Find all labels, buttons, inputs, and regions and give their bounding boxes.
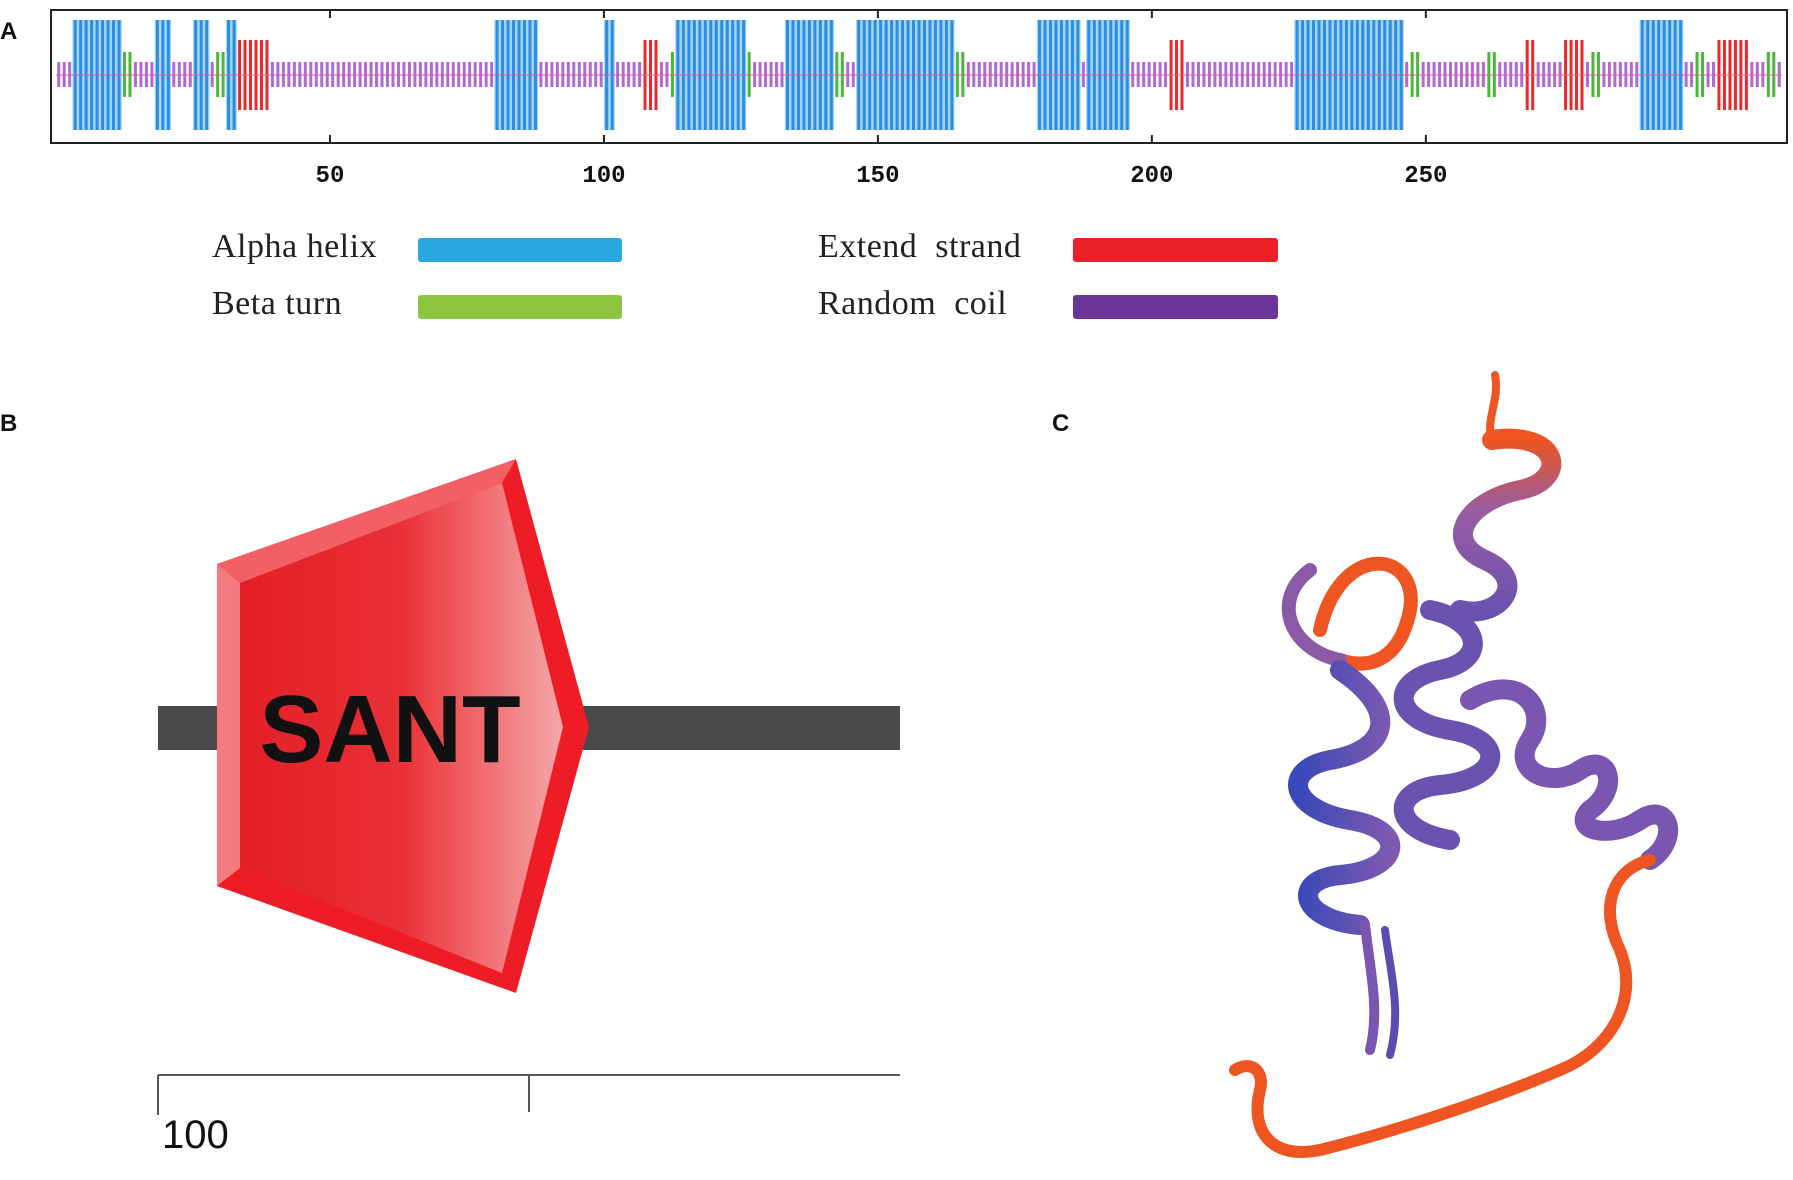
legend-swatch-alpha-helix	[418, 238, 622, 262]
scale-label: 100	[162, 1113, 229, 1157]
axis-tick-label: 50	[316, 163, 345, 190]
sant-domain-bevel	[240, 483, 563, 973]
ribbon-helix-top	[1450, 428, 1562, 622]
sant-domain-label: SANT	[259, 676, 520, 783]
axis-tick-label: 150	[856, 163, 899, 190]
legend-swatch-extend-strand	[1073, 238, 1278, 262]
legend-label-random-coil: Random coil	[818, 285, 1008, 322]
legend-label-alpha-helix: Alpha helix	[212, 228, 378, 265]
legend-swatch-beta-turn	[418, 295, 622, 319]
legend-swatch-random-coil	[1073, 295, 1278, 319]
ribbon-c-terminus	[1229, 854, 1656, 1158]
ribbon-helix-right	[1460, 679, 1678, 870]
secondary-structure-track: 50 100 150 200 250	[50, 9, 1788, 190]
protein-3d-structure	[1229, 371, 1678, 1158]
ribbon-helix-center	[1393, 600, 1501, 850]
legend-label-beta-turn: Beta turn	[212, 285, 343, 322]
axis-tick-label: 100	[582, 163, 625, 190]
legend-label-extend-strand: Extend strand	[818, 228, 1022, 265]
ribbon-loop-left	[1313, 556, 1418, 671]
panel-label-a: A	[0, 18, 18, 45]
panel-label-b: B	[0, 410, 18, 437]
axis-tick-label: 250	[1404, 163, 1447, 190]
ribbon-helix-left	[1288, 660, 1401, 935]
domain-diagram: SANT 100	[157, 459, 900, 1157]
ribbon-strand	[1360, 920, 1380, 1055]
panel-label-c: C	[1052, 410, 1070, 437]
axis-tick-label: 200	[1130, 163, 1173, 190]
